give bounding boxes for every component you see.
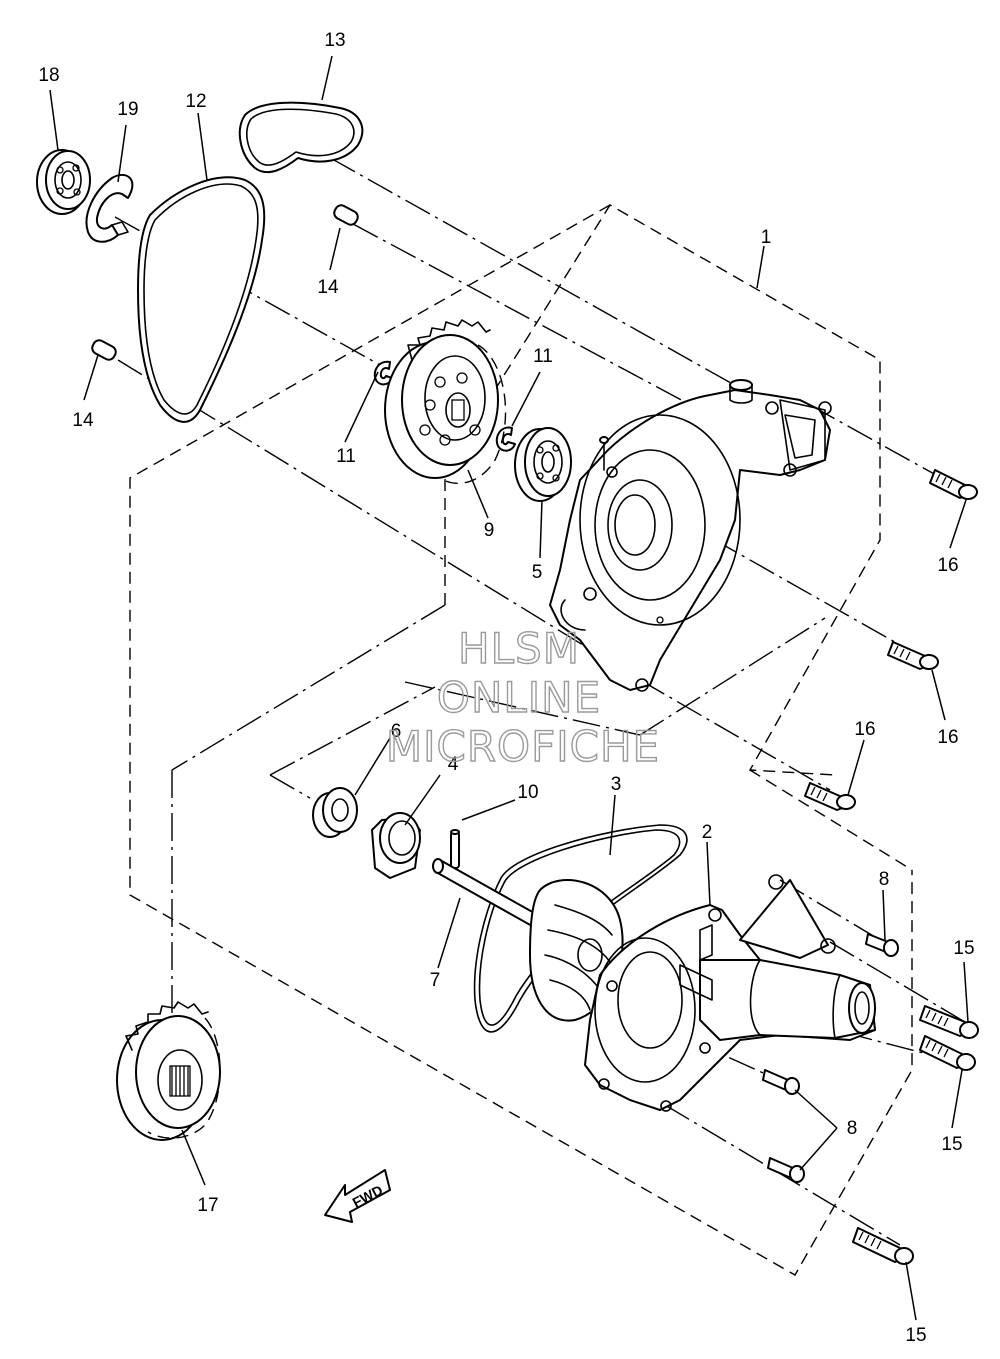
bolt-part-15-lower — [852, 1227, 914, 1265]
pin-part-10 — [450, 829, 460, 869]
callout-8-upper: 8 — [879, 869, 890, 890]
impeller-shaft-part-7 — [432, 858, 624, 1022]
callout-9: 9 — [484, 520, 495, 541]
callout-12: 12 — [185, 91, 206, 112]
callout-labels: 1 2 3 4 5 6 7 8 8 9 10 11 11 12 13 14 14… — [38, 30, 974, 1346]
watermark: HLSM ONLINE MICROFICHE — [385, 623, 660, 771]
gear-part-17 — [116, 1001, 221, 1141]
callout-18: 18 — [38, 65, 59, 86]
callout-8-lower: 8 — [847, 1118, 858, 1139]
callout-17: 17 — [197, 1195, 218, 1216]
screw-part-8-lower — [767, 1157, 805, 1183]
callout-15-middle: 15 — [941, 1134, 962, 1155]
mechanical-seal-part-4 — [371, 812, 421, 879]
callout-14-upper: 14 — [317, 277, 339, 298]
forward-direction-arrow-icon: FWD — [324, 1169, 391, 1223]
callout-5: 5 — [532, 562, 543, 583]
oil-seal-part-6 — [312, 787, 358, 838]
bolt-part-15-upper — [919, 1005, 979, 1039]
dowel-pin-part-14-upper — [333, 204, 359, 226]
callout-11-left: 11 — [336, 446, 356, 467]
pump-housing-part-2 — [584, 874, 876, 1112]
dowel-pin-part-14-lower — [91, 339, 117, 361]
callout-19: 19 — [117, 99, 138, 120]
callout-2: 2 — [702, 822, 713, 843]
drive-gear-part-9 — [384, 319, 507, 485]
watermark-line-3: MICROFICHE — [386, 722, 660, 771]
callout-16-upper: 16 — [937, 555, 958, 576]
callout-6: 6 — [391, 721, 402, 742]
callout-11-right: 11 — [533, 346, 553, 367]
callout-1: 1 — [761, 227, 772, 248]
pump-housing-cover-part-1 — [549, 379, 832, 692]
seal-part-13 — [238, 101, 364, 174]
circlip-part-11-left — [373, 360, 393, 386]
callout-15-upper: 15 — [953, 938, 974, 959]
circlip-part-19 — [85, 173, 134, 243]
callout-13: 13 — [324, 30, 345, 51]
callout-14-lower: 14 — [72, 410, 94, 431]
callout-10: 10 — [517, 782, 538, 803]
callout-7: 7 — [430, 970, 441, 991]
callout-16-lower: 16 — [854, 719, 875, 740]
bolt-part-16-upper — [929, 469, 978, 500]
callout-leader-lines — [49, 55, 969, 1321]
bearing-part-18 — [36, 149, 91, 215]
callout-4: 4 — [448, 754, 459, 775]
screw-part-8-upper — [865, 933, 899, 957]
cover-gasket-part-12 — [137, 176, 266, 423]
bearing-part-5 — [514, 427, 572, 502]
bolt-part-16-middle — [887, 641, 939, 670]
callout-15-lower: 15 — [905, 1325, 926, 1346]
callout-3: 3 — [611, 774, 622, 795]
watermark-line-1: HLSM — [458, 624, 580, 673]
callout-16-middle: 16 — [937, 727, 958, 748]
bolt-part-15-middle — [919, 1035, 976, 1071]
bolt-part-16-lower — [804, 782, 856, 811]
screw-part-8-middle — [762, 1069, 800, 1095]
circlip-part-11-right — [495, 426, 516, 452]
watermark-line-2: ONLINE — [437, 673, 601, 722]
